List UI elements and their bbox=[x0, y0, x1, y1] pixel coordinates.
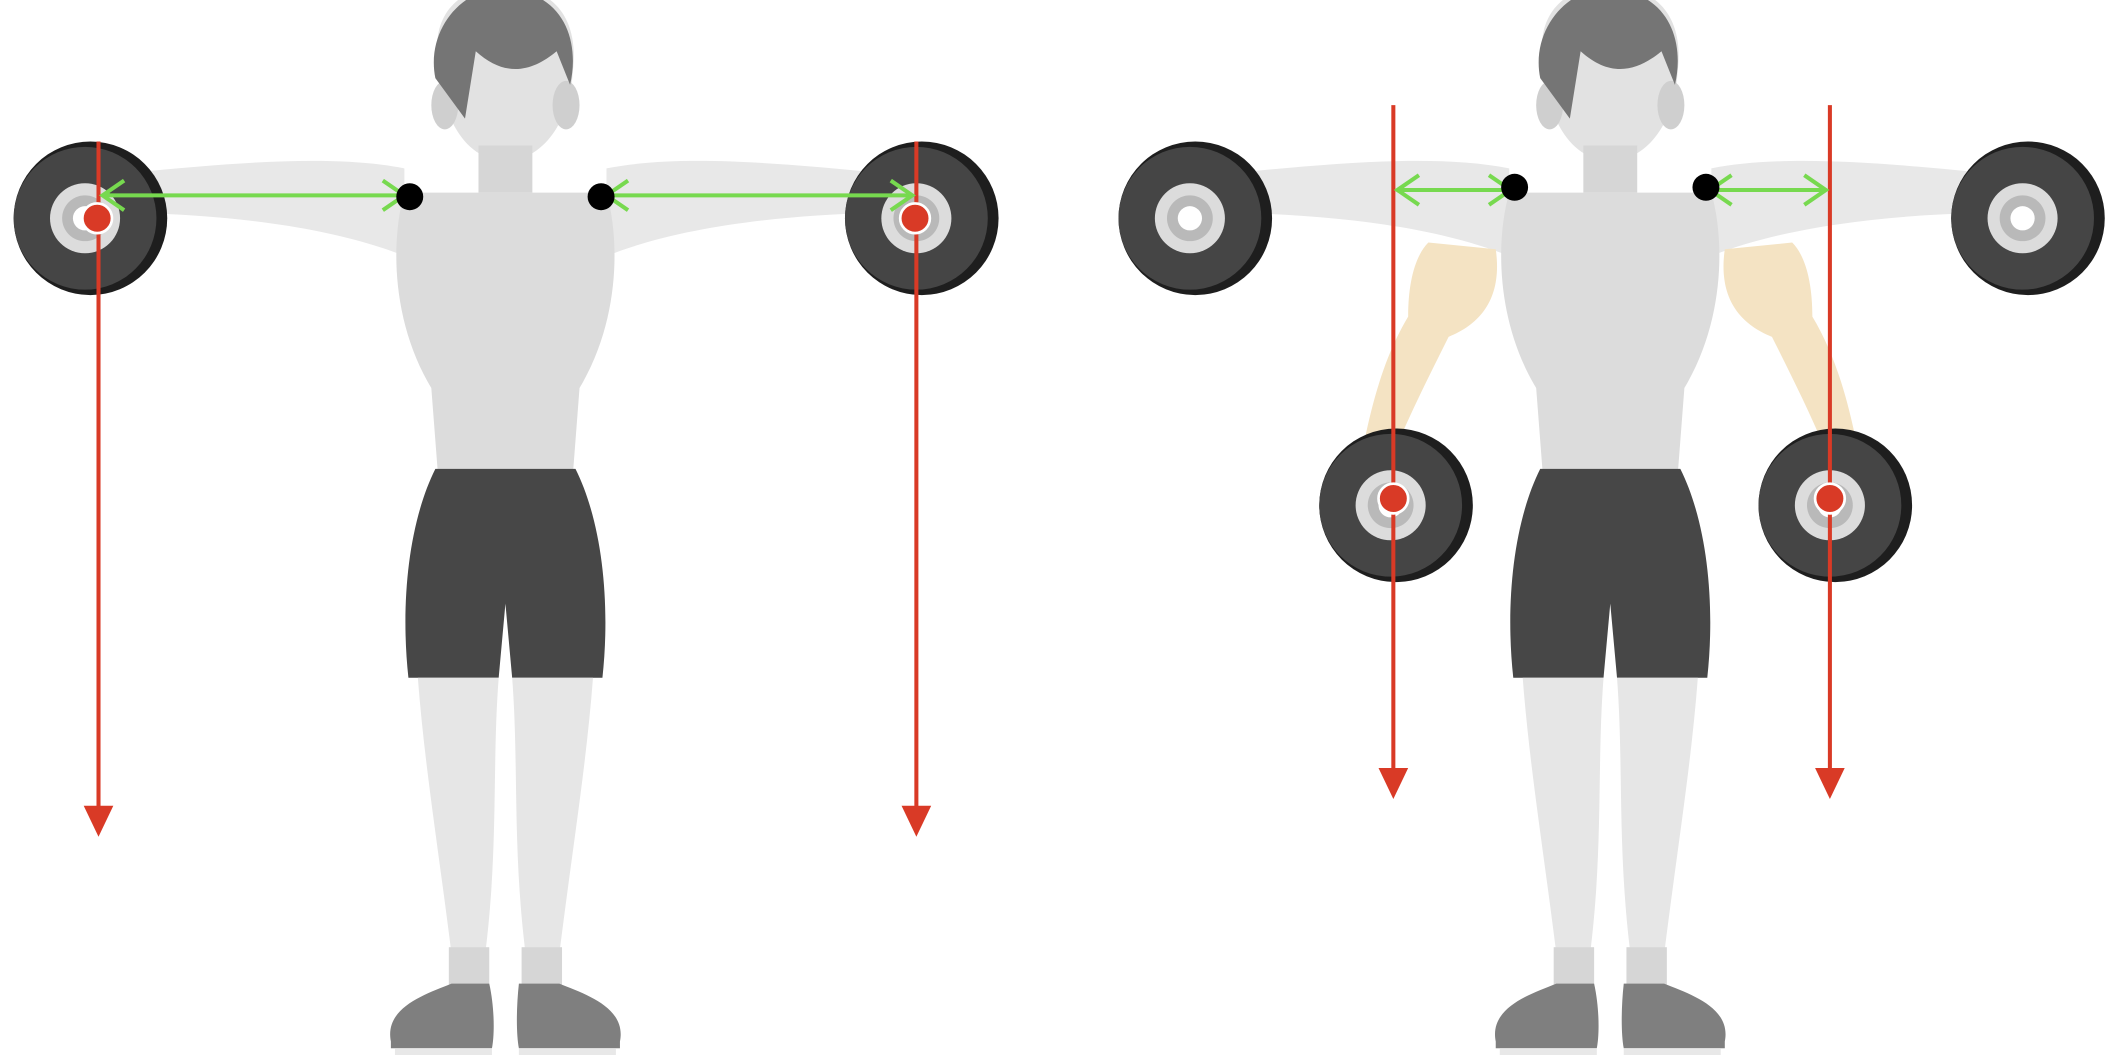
center-of-mass-right bbox=[1813, 482, 1847, 515]
center-of-mass-left bbox=[80, 202, 114, 235]
shoulder-joint-left bbox=[1501, 173, 1529, 201]
panel-arms-lowered bbox=[1118, 0, 2105, 1055]
center-of-mass-right bbox=[898, 202, 932, 235]
panel-arms-raised bbox=[13, 0, 999, 1055]
center-of-mass-left bbox=[1377, 482, 1410, 515]
left-arm bbox=[134, 160, 405, 257]
ghost-arm-left bbox=[1239, 160, 1510, 257]
gravity-arrowhead-left bbox=[83, 805, 114, 837]
ghost-dumbbell-right bbox=[1951, 141, 2105, 296]
shoulder-joint-right bbox=[1692, 173, 1720, 201]
ghost-arm-right bbox=[1711, 160, 1981, 257]
figure-body bbox=[390, 0, 621, 1055]
gravity-arrowhead-right bbox=[901, 805, 932, 837]
gravity-arrowhead-left bbox=[1378, 768, 1409, 799]
shoulder-joint-right bbox=[587, 183, 615, 211]
ghost-dumbbell-left bbox=[1118, 141, 1273, 296]
figure-body bbox=[1495, 0, 1726, 1055]
lowered-arm-right bbox=[1723, 242, 1857, 452]
shoulder-joint-left bbox=[396, 183, 424, 211]
gravity-arrowhead-right bbox=[1815, 768, 1845, 799]
right-arm bbox=[606, 160, 876, 257]
lowered-arm-left bbox=[1363, 242, 1498, 452]
